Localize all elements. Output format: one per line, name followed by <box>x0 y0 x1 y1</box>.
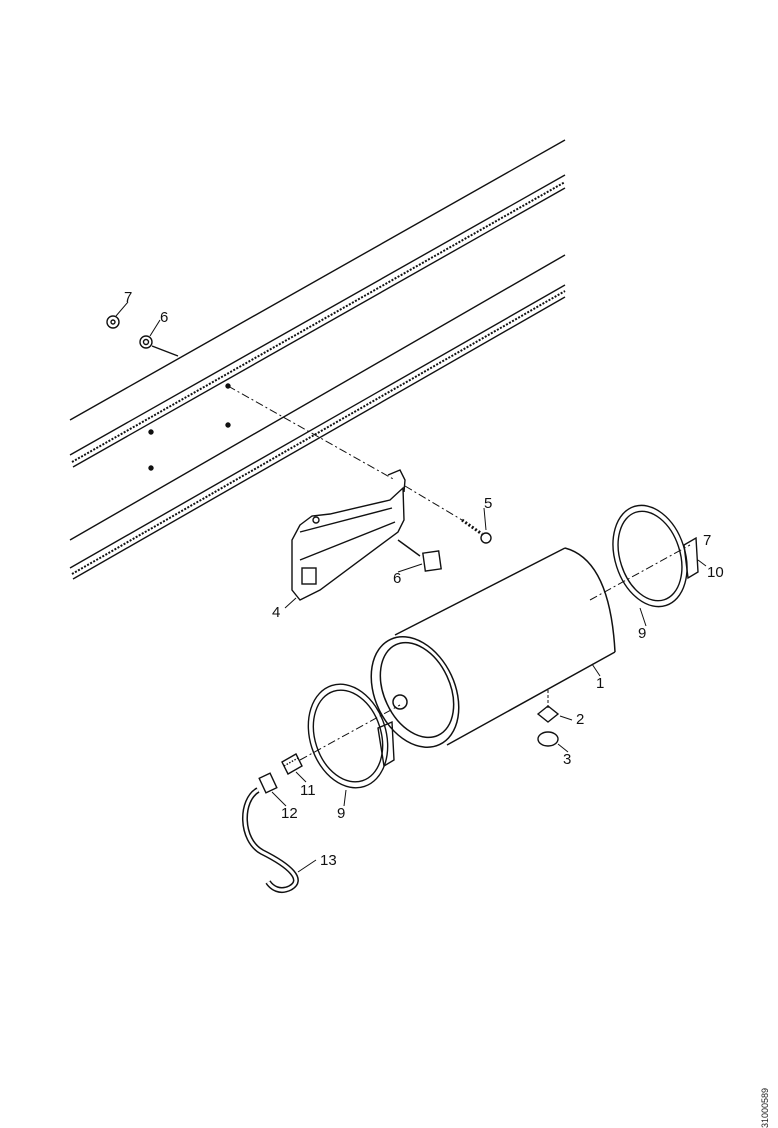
leader-10 <box>697 559 707 567</box>
pad-6-leader <box>397 539 421 557</box>
callout-7-right: 7 <box>703 532 711 549</box>
leader-2 <box>559 715 573 721</box>
upper-rail-lip-a <box>69 174 566 456</box>
washer-6-center <box>142 338 150 346</box>
leader-9-right <box>639 607 647 627</box>
frame-rails <box>69 139 566 580</box>
tank-bottom-edge <box>446 651 616 746</box>
leader-lines <box>115 301 707 873</box>
callout-6: 6 <box>393 570 401 587</box>
callout-6: 6 <box>160 309 168 326</box>
lower-rail-lip-a <box>69 284 566 569</box>
band-right-outer <box>612 504 688 608</box>
callout-9-right: 9 <box>638 625 646 642</box>
bracket-tab <box>387 469 406 493</box>
callout-7: 7 <box>124 289 132 306</box>
leader-13 <box>297 859 317 873</box>
pad-6-shape <box>422 550 442 572</box>
bracket-inner-edge <box>299 507 393 533</box>
leader-11 <box>295 771 307 783</box>
upper-rail-top-edge <box>69 139 566 421</box>
bracket-body <box>291 486 405 601</box>
band-left-axis <box>299 704 401 761</box>
callout-4: 4 <box>272 604 280 621</box>
ring-3 <box>537 731 559 747</box>
rail-hole <box>148 465 154 471</box>
callout-11: 11 <box>300 782 316 799</box>
bolt-5 <box>404 485 492 544</box>
callout-1: 1 <box>596 675 604 692</box>
tank-port <box>392 694 408 710</box>
figure-code: 31000589 <box>760 1088 770 1128</box>
bracket-lower-edge <box>299 521 396 561</box>
bolt-5-head <box>480 532 492 544</box>
upper-rail-lip-c <box>72 187 566 468</box>
callout-3: 3 <box>563 751 571 768</box>
band-right-clip <box>683 536 699 580</box>
lower-rail-lip-b <box>71 290 566 575</box>
band-left-clip <box>377 720 395 768</box>
callout-5: 5 <box>484 495 492 512</box>
washer-6 <box>139 335 153 349</box>
tank-top-edge <box>394 547 566 636</box>
leader-6b <box>397 563 423 573</box>
hose-13-inner <box>243 788 298 892</box>
leader-3 <box>557 743 569 753</box>
rail-hole <box>148 429 154 435</box>
tank-rear-cap <box>564 547 616 653</box>
valve-2-body <box>536 705 560 723</box>
bracket-4 <box>291 469 406 601</box>
bolt-5-shank <box>461 518 483 536</box>
bolt-5-axis <box>404 485 463 521</box>
band-left-inner <box>312 689 384 783</box>
bracket-hole <box>312 516 320 524</box>
band-right-inner <box>617 510 683 602</box>
tank-front-cap-inner <box>379 641 455 739</box>
clamp-band-left-9 <box>299 683 401 789</box>
leader-4 <box>284 597 297 609</box>
nut-7 <box>106 315 120 329</box>
stud-line <box>151 345 179 357</box>
hose-fitting-11-12-13 <box>242 753 303 894</box>
upper-rail-lip-b <box>71 181 566 463</box>
band-left-outer <box>307 683 389 789</box>
clamp-band-right-9 <box>589 504 699 608</box>
leader-5 <box>483 507 487 531</box>
callout-10: 10 <box>707 564 724 581</box>
lower-rail-top-edge <box>69 254 566 541</box>
nut-7-center <box>110 319 116 325</box>
tank-front-cap <box>370 636 460 748</box>
exploded-parts-diagram: 7 6 5 6 4 1 2 3 9 7 10 9 11 12 13 <box>69 139 724 894</box>
drain-valve-2-3 <box>536 690 560 747</box>
callout-labels: 7 6 5 6 4 1 2 3 9 7 10 9 11 12 13 <box>124 289 724 869</box>
fitting-11 <box>281 753 303 775</box>
fitting-12 <box>258 772 278 794</box>
band-right-axis <box>589 544 691 601</box>
bracket-slot <box>301 567 317 585</box>
air-tank-1 <box>370 547 616 748</box>
callout-12: 12 <box>281 805 298 822</box>
assembly-axis-line <box>227 385 396 481</box>
callout-13: 13 <box>320 852 337 869</box>
pad-6 <box>397 539 442 572</box>
lower-rail-lip-c <box>72 296 566 580</box>
rail-hole <box>225 422 231 428</box>
leader-6 <box>149 319 161 337</box>
leader-7 <box>115 301 129 317</box>
leader-1 <box>591 663 601 677</box>
fitting-11-thread <box>283 757 299 767</box>
callout-2: 2 <box>576 711 584 728</box>
nut-and-washer <box>106 315 396 481</box>
callout-9-left: 9 <box>337 805 345 822</box>
leader-12 <box>271 791 287 807</box>
leader-9-left <box>343 789 347 807</box>
